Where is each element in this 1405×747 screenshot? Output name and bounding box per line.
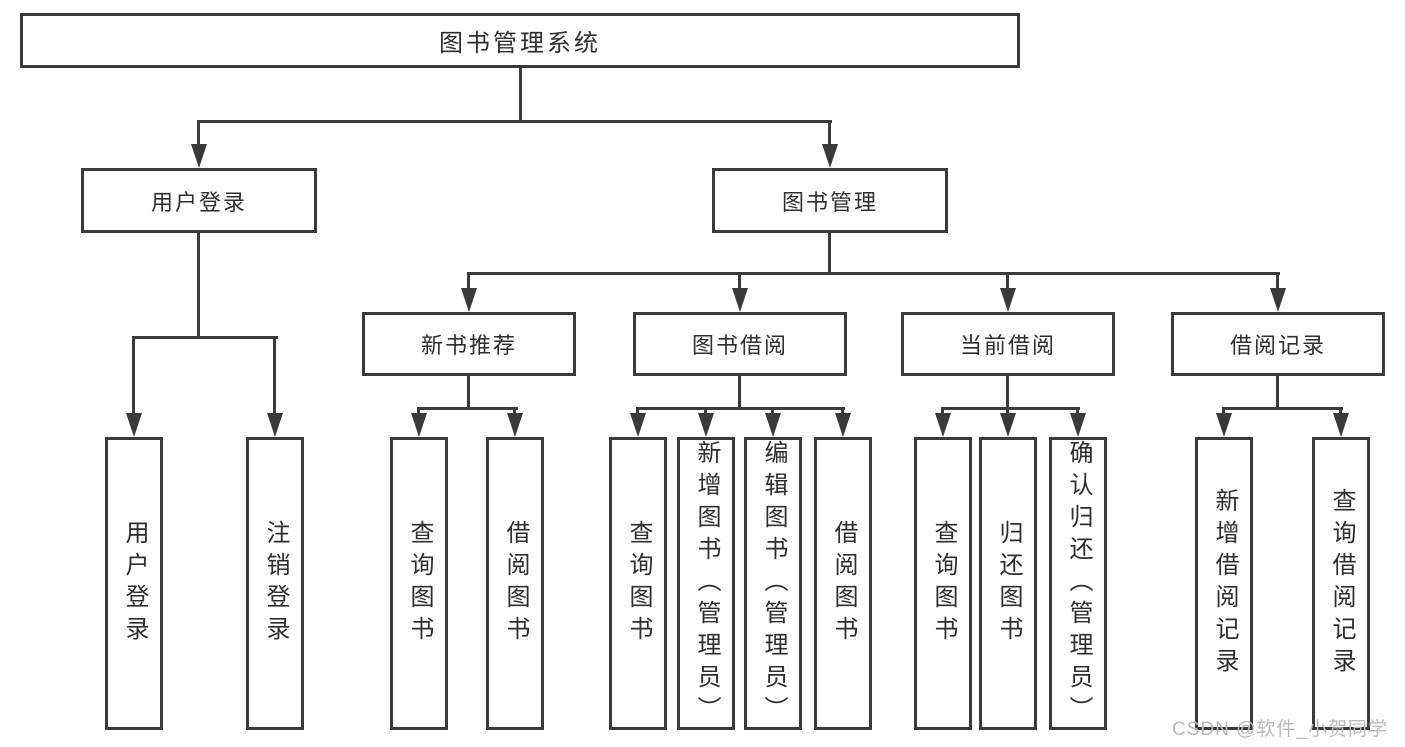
connector-line <box>738 272 741 292</box>
arrowhead-down-icon <box>765 413 781 437</box>
arrowhead-down-icon <box>411 413 427 437</box>
connector-line <box>1339 407 1342 417</box>
node-box-v-add-borrow-record: 新增借阅记录 <box>1195 437 1253 730</box>
arrowhead-down-icon <box>1270 288 1286 312</box>
connector-line <box>828 233 831 275</box>
connector-line <box>132 336 135 417</box>
node-box-v-borrow-book-2: 借阅图书 <box>814 437 872 730</box>
connector-line <box>513 407 516 417</box>
arrowhead-down-icon <box>191 144 207 168</box>
arrowhead-down-icon <box>732 288 748 312</box>
connector-line <box>636 407 845 410</box>
node-box-v-query-book-2: 查询图书 <box>609 437 667 730</box>
node-box-v-confirm-return: 确认归还（管理员） <box>1049 437 1107 730</box>
arrowhead-down-icon <box>126 413 142 437</box>
connector-line <box>1276 272 1279 292</box>
connector-line <box>198 120 832 123</box>
connector-line <box>1222 407 1343 410</box>
arrowhead-down-icon <box>822 144 838 168</box>
arrowhead-down-icon <box>267 413 283 437</box>
arrowhead-down-icon <box>835 413 851 437</box>
node-box-v-query-borrow-record: 查询借阅记录 <box>1312 437 1370 730</box>
connector-line <box>636 407 639 417</box>
connector-line <box>738 376 741 410</box>
connector-line <box>132 336 278 339</box>
node-box-v-query-book-1: 查询图书 <box>390 437 448 730</box>
connector-line <box>1076 407 1079 417</box>
csdn-watermark: CSDN @软件_小贺同学 <box>1172 719 1388 740</box>
node-box-v-edit-book: 编辑图书（管理员） <box>744 437 802 730</box>
node-box-v-borrow-book-1: 借阅图书 <box>486 437 544 730</box>
connector-line <box>771 407 774 417</box>
connector-line <box>519 68 522 120</box>
connector-line <box>273 336 276 417</box>
connector-line <box>1276 376 1279 410</box>
connector-line <box>828 120 831 148</box>
node-box-root: 图书管理系统 <box>20 13 1020 68</box>
connector-line <box>941 407 944 417</box>
node-box-v-logout: 注销登录 <box>246 437 304 730</box>
connector-line <box>941 407 1080 410</box>
connector-line <box>1006 272 1009 292</box>
node-box-v-return-book: 归还图书 <box>979 437 1037 730</box>
node-box-new-book-rec: 新书推荐 <box>362 312 576 376</box>
node-box-book-mgmt: 图书管理 <box>712 168 948 233</box>
connector-line <box>841 407 844 417</box>
arrowhead-down-icon <box>698 413 714 437</box>
connector-line <box>467 272 1280 275</box>
arrowhead-down-icon <box>507 413 523 437</box>
connector-line <box>1006 407 1009 417</box>
arrowhead-down-icon <box>1070 413 1086 437</box>
arrowhead-down-icon <box>935 413 951 437</box>
node-box-book-borrow: 图书借阅 <box>633 312 847 376</box>
connector-line <box>197 120 200 148</box>
arrowhead-down-icon <box>1000 288 1016 312</box>
node-box-borrow-records: 借阅记录 <box>1171 312 1385 376</box>
arrowhead-down-icon <box>1000 413 1016 437</box>
arrowhead-down-icon <box>461 288 477 312</box>
node-box-current-borrow: 当前借阅 <box>901 312 1115 376</box>
connector-line <box>417 407 420 417</box>
arrowhead-down-icon <box>1333 413 1349 437</box>
connector-line <box>467 376 470 410</box>
connector-line <box>417 407 518 410</box>
connector-line <box>704 407 707 417</box>
connector-line <box>1006 376 1009 410</box>
arrowhead-down-icon <box>630 413 646 437</box>
node-box-user-login: 用户登录 <box>81 168 317 233</box>
node-box-v-query-book-3: 查询图书 <box>914 437 972 730</box>
node-box-v-add-book: 新增图书（管理员） <box>677 437 735 730</box>
node-box-v-user-login: 用户登录 <box>105 437 163 730</box>
arrowhead-down-icon <box>1216 413 1232 437</box>
connector-line <box>1222 407 1225 417</box>
connector-line <box>467 272 470 292</box>
connector-line <box>197 233 200 339</box>
